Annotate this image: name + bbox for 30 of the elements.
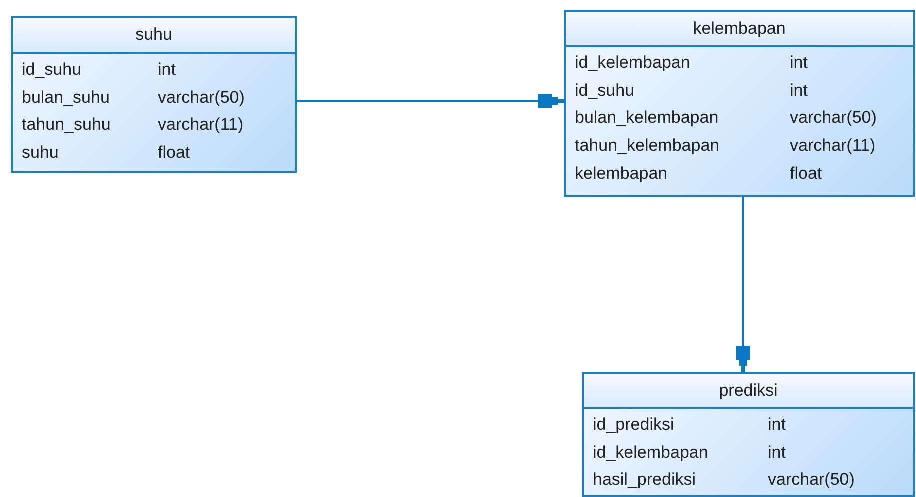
column-name: bulan_suhu <box>22 88 110 108</box>
column-type: int <box>768 415 786 435</box>
column-type: varchar(50) <box>790 108 877 128</box>
column-name: id_suhu <box>22 60 82 80</box>
table-box <box>564 10 915 197</box>
table-box <box>11 16 297 173</box>
column-name: id_kelembapan <box>593 442 708 463</box>
column-name: id_kelembapan <box>575 53 690 73</box>
column-type: int <box>158 60 176 80</box>
table-box <box>582 372 915 497</box>
column-type: varchar(50) <box>768 470 855 490</box>
column-name: bulan_kelembapan <box>575 108 719 128</box>
table-name: kelembapan <box>693 19 786 38</box>
column-type: varchar(50) <box>158 88 245 108</box>
column-type: varchar(11) <box>790 136 876 156</box>
table-name: prediksi <box>719 381 778 400</box>
column-name: id_prediksi <box>593 415 674 435</box>
column-name: id_suhu <box>575 80 635 101</box>
column-type: int <box>768 442 786 463</box>
column-name: hasil_prediksi <box>593 470 696 490</box>
column-name: kelembapan <box>575 164 668 184</box>
column-name: tahun_kelembapan <box>575 136 720 156</box>
column-name: tahun_suhu <box>22 115 111 136</box>
column-type: int <box>790 80 808 101</box>
column-type: float <box>790 164 822 184</box>
column-type: int <box>790 53 808 73</box>
column-type: varchar(11) <box>158 115 244 136</box>
column-type: float <box>158 143 190 164</box>
column-name: suhu <box>22 143 59 164</box>
table-name: suhu <box>136 25 172 44</box>
